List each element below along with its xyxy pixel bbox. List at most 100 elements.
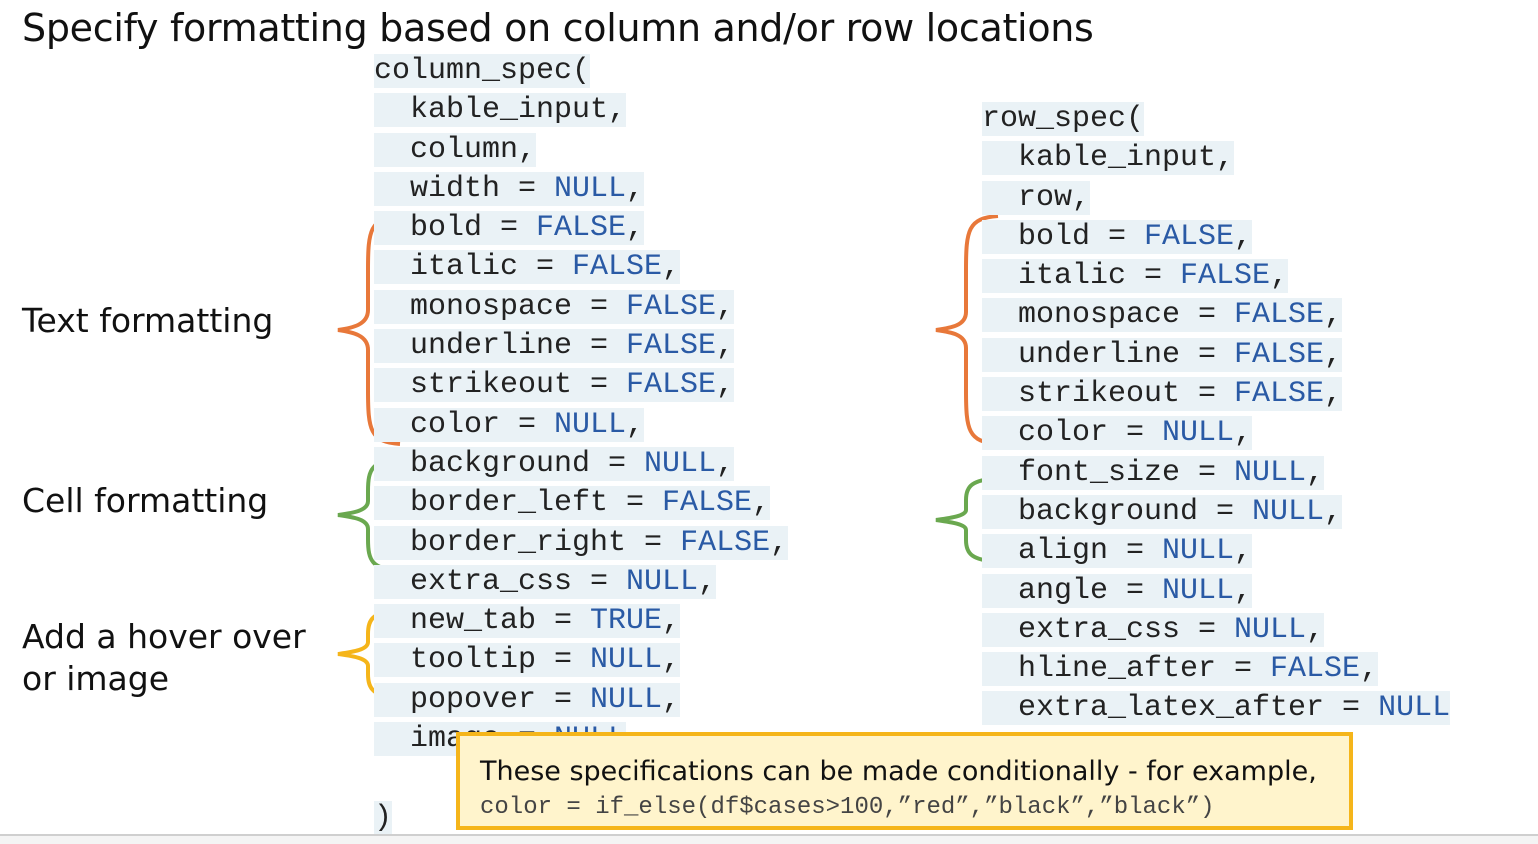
row-spec-line-highlight: underline = FALSE, [982,337,1343,372]
column-spec-line: strikeout = FALSE, [374,366,788,405]
column-spec-line: monospace = FALSE, [374,288,788,327]
row-spec-arg-comma: , [1324,337,1343,372]
cell-formatting-label: Cell formatting [22,481,269,520]
column-spec-arg-value: FALSE [626,329,717,364]
column-spec-arg-comma: , [716,289,735,324]
column-spec-arg-comma: , [662,682,681,717]
column-spec-line-highlight: column_spec( [374,54,591,88]
row-spec-line-highlight: hline_after = FALSE, [982,652,1379,687]
slide-title: Specify formatting based on column and/o… [22,6,1094,50]
row-spec-line-highlight: extra_css = NULL, [982,612,1325,647]
column-spec-line-highlight: tooltip = NULL, [374,643,681,678]
row-spec-arg-comma: , [1306,612,1325,647]
column-spec-arg-value: NULL [644,446,717,481]
column-spec-line: ) [374,799,788,838]
column-spec-arg-value: FALSE [680,525,771,560]
column-spec-arg-comma: , [752,486,771,521]
column-spec-arg-name: width = [374,171,555,206]
row-spec-line-highlight: row_spec( [982,102,1145,136]
row-spec-arg-name: hline_after = [982,652,1271,687]
row-spec-arg-value: NULL [1162,573,1235,608]
row-spec-line: angle = NULL, [982,572,1450,611]
column-spec-line: kable_input, [374,91,788,130]
row-spec-arg-name: kable_input, [982,141,1235,176]
row-spec-arg-value: NULL [1162,534,1235,569]
column-spec-line-highlight: ) [374,800,393,835]
column-spec-arg-name: column_spec( [374,54,591,88]
column-spec-line-highlight: column, [374,132,537,167]
column-spec-line: column, [374,131,788,170]
row-spec-line-highlight: kable_input, [982,141,1235,176]
cell-format-brace-left [337,457,401,573]
column-spec-arg-comma: , [770,525,789,560]
column-spec-arg-comma: , [626,171,645,206]
row-spec-code: row_spec( kable_input, row, bold = FALSE… [982,100,1451,729]
row-spec-arg-value: FALSE [1144,219,1235,254]
column-spec-code: column_spec( kable_input, column, width … [374,52,789,838]
column-spec-arg-comma: , [626,407,645,442]
row-spec-arg-name: font_size = [982,455,1235,490]
column-spec-line-highlight: italic = FALSE, [374,250,681,285]
column-spec-arg-name: extra_css = [374,564,627,599]
column-spec-arg-name: underline = [374,329,627,364]
column-spec-arg-name: kable_input, [374,93,627,128]
row-spec-arg-comma: , [1324,494,1343,529]
row-spec-line: extra_latex_after = NULL [982,689,1451,728]
column-spec-line-highlight: border_left = FALSE, [374,486,771,521]
column-spec-arg-value: NULL [554,407,627,442]
row-spec-line-highlight: angle = NULL, [982,573,1253,608]
column-spec-arg-name: background = [374,446,645,481]
row-spec-arg-comma: , [1234,534,1253,569]
row-spec-arg-name: monospace = [982,298,1235,333]
row-spec-line: background = NULL, [982,493,1450,532]
row-spec-line: row_spec( [982,100,1450,139]
row-spec-arg-name: row_spec( [982,102,1145,136]
row-spec-line: italic = FALSE, [982,257,1450,296]
column-spec-arg-value: FALSE [626,289,717,324]
row-spec-line: hline_after = FALSE, [982,650,1450,689]
row-spec-line: kable_input, [982,139,1450,178]
row-spec-line-highlight: monospace = FALSE, [982,298,1343,333]
row-spec-arg-name: underline = [982,337,1235,372]
row-spec-line: monospace = FALSE, [982,296,1450,335]
row-spec-arg-comma: , [1324,298,1343,333]
row-spec-line: row, [982,179,1450,218]
column-spec-line: underline = FALSE, [374,327,788,366]
column-spec-arg-name: border_left = [374,486,663,521]
row-spec-arg-name: angle = [982,573,1163,608]
column-spec-arg-comma: , [716,329,735,364]
column-spec-arg-name: popover = [374,682,591,717]
column-spec-arg-value: FALSE [572,250,663,285]
column-spec-line: extra_css = NULL, [374,563,788,602]
column-spec-arg-comma: , [716,446,735,481]
column-spec-line: border_right = FALSE, [374,524,789,563]
row-spec-arg-name: italic = [982,259,1181,294]
column-spec-line-highlight: strikeout = FALSE, [374,368,735,403]
row-spec-arg-value: NULL [1378,691,1451,726]
row-spec-line: font_size = NULL, [982,454,1450,493]
column-spec-line: italic = FALSE, [374,248,788,287]
row-spec-line-highlight: row, [982,180,1091,215]
bottom-strip [0,836,1538,844]
row-spec-arg-value: FALSE [1180,259,1271,294]
column-spec-line-highlight: extra_css = NULL, [374,564,717,599]
row-spec-arg-value: NULL [1234,612,1307,647]
row-spec-arg-comma: , [1270,259,1289,294]
row-spec-arg-name: bold = [982,219,1145,254]
row-spec-arg-name: row, [982,180,1091,215]
column-spec-arg-comma: , [662,250,681,285]
row-spec-line-highlight: extra_latex_after = NULL [982,691,1451,726]
column-spec-line: popover = NULL, [374,681,788,720]
cell-format-brace-right [935,476,999,564]
row-spec-line-highlight: strikeout = FALSE, [982,377,1343,412]
callout-text: These specifications can be made conditi… [480,756,1317,787]
row-spec-arg-value: NULL [1234,455,1307,490]
hover-brace-left [337,608,401,700]
row-spec-arg-comma: , [1234,573,1253,608]
row-spec-arg-comma: , [1324,377,1343,412]
column-spec-arg-name: bold = [374,211,537,246]
column-spec-line: color = NULL, [374,406,788,445]
column-spec-arg-value: NULL [554,171,627,206]
column-spec-arg-value: NULL [590,643,663,678]
row-spec-line-highlight: font_size = NULL, [982,455,1325,490]
